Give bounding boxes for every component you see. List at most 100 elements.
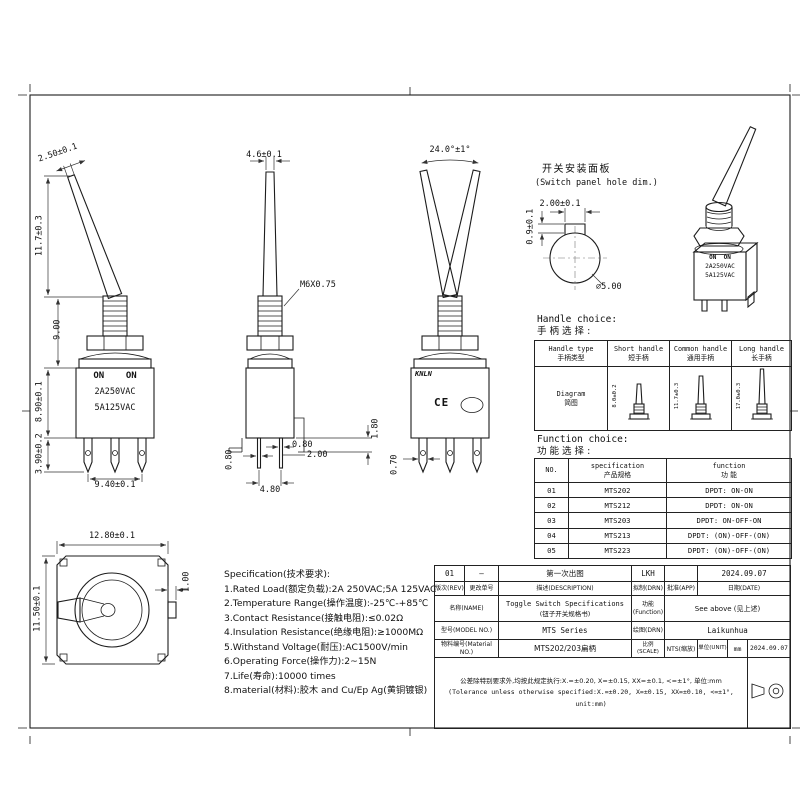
draw-value: Laikunhua bbox=[663, 621, 792, 640]
dim-topview-tab-label: 1.00 bbox=[181, 571, 192, 592]
swing-view-drawing bbox=[403, 159, 490, 474]
brand-logo-text: KNLN bbox=[415, 370, 432, 378]
front-view-drawing bbox=[44, 160, 155, 482]
date-header: 日期(DATE) bbox=[696, 581, 792, 596]
name-label: 名称(NAME) bbox=[434, 595, 499, 622]
model-label: 型号(MODEL NO.) bbox=[434, 621, 499, 640]
iso-rating1-text: 2A250VAC bbox=[705, 263, 735, 270]
scale-value: NTS(缩放) bbox=[664, 639, 698, 658]
panel-title-cn: 开关安装面板 bbox=[542, 164, 611, 175]
function-choice-title-cn: 功 能 选 择 : bbox=[537, 446, 591, 457]
spec-title: Specification(技术要求): bbox=[224, 569, 331, 580]
change-no-value: — bbox=[464, 565, 499, 582]
common-handle-diagram: 11.7±0.3 bbox=[669, 366, 732, 431]
unit-label: 单位(UNIT) bbox=[697, 639, 728, 658]
ce-mark-text: CE bbox=[434, 396, 450, 409]
panel-title-en: (Switch panel hole dim.) bbox=[535, 178, 658, 188]
app-header: 批准(APP) bbox=[664, 581, 698, 596]
dim-body-height-label: 8.90±0.1 bbox=[34, 381, 45, 423]
description-header: 描述(DESCRIPTION) bbox=[498, 581, 632, 596]
dim-pin-gap-label: 2.00 bbox=[307, 450, 328, 460]
side-view-drawing bbox=[228, 157, 372, 486]
common-handle-icon bbox=[689, 374, 712, 420]
thread-spec-label: M6X0.75 bbox=[300, 280, 336, 290]
spec-line-5: 5.Withstand Voltage(耐压):AC1500V/min bbox=[224, 641, 408, 653]
projection-symbol-icon bbox=[751, 683, 784, 699]
dim-pin-a-label: 0.80 bbox=[224, 449, 235, 470]
function-choice-title-en: Function choice: bbox=[537, 434, 629, 445]
handle-choice-title-en: Handle choice: bbox=[537, 314, 618, 325]
common-handle-dim: 11.7±0.3 bbox=[674, 382, 680, 410]
projection-symbol-cell bbox=[746, 657, 792, 729]
model-value: MTS Series bbox=[498, 621, 632, 640]
rev-value: 01 bbox=[434, 565, 465, 582]
spec-line-2: 2.Temperature Range(操作温度):-25℃-+85℃ bbox=[224, 598, 429, 609]
long-handle-diagram: 17.0±0.3 bbox=[731, 366, 792, 431]
draw-label: 绘图(DRN) bbox=[631, 621, 665, 640]
short-handle-diagram: 8.0±0.2 bbox=[607, 366, 670, 431]
rev-date: 2024.09.07 bbox=[696, 565, 792, 582]
dim-lug-label: 1.80 bbox=[370, 418, 381, 439]
dim-pin-span-label: 9.40±0.1 bbox=[94, 480, 136, 490]
dim-pin-length-label: 3.90±0.2 bbox=[34, 433, 45, 475]
unit-value: mm bbox=[727, 639, 748, 658]
drn-name: LKH bbox=[631, 565, 665, 582]
name-value: Toggle Switch Specifications (钮子开关规格书) bbox=[498, 595, 632, 622]
dim-hole-diameter-label: ⌀5.00 bbox=[596, 282, 622, 292]
rev-header: 版次(REV) bbox=[434, 581, 465, 596]
material-label: 物料编号(Material NO.) bbox=[434, 639, 499, 658]
dim-swing-angle-label: 24.0°±1° bbox=[429, 145, 471, 155]
dim-handle-length-label: 11.7±0.3 bbox=[34, 215, 45, 257]
dim-topview-width-label: 12.80±0.1 bbox=[88, 531, 136, 541]
fn-no-header: NO. bbox=[534, 458, 569, 483]
dim-key-depth-label: 0.9±0.1 bbox=[525, 208, 536, 245]
cert-oval-icon bbox=[460, 397, 484, 413]
short-handle-dim: 8.0±0.2 bbox=[612, 384, 618, 408]
dim-key-width-label: 2.00±0.1 bbox=[539, 199, 581, 209]
app-name bbox=[664, 565, 698, 582]
dim-swing-pin-label: 0.70 bbox=[389, 454, 400, 475]
switch-body-rating1-text: 2A250VAC bbox=[94, 387, 136, 397]
revision-description: 第一次出图 bbox=[498, 565, 632, 582]
change-header: 更改单号 bbox=[464, 581, 499, 596]
material-value: MTS202/203扁柄 bbox=[498, 639, 632, 658]
short-handle-icon bbox=[627, 382, 650, 420]
long-handle-dim: 17.0±0.3 bbox=[736, 382, 742, 410]
spec-line-1: 1.Rated Load(额定负载):2A 250VAC;5A 125VAC bbox=[224, 583, 437, 595]
spec-line-8: 8.material(材料):胶木 and Cu/Ep Ag(黄铜镀银) bbox=[224, 685, 428, 696]
date-value: 2024.09.07 bbox=[746, 639, 792, 658]
spec-line-3: 3.Contact Resistance(接触电阻):≤0.02Ω bbox=[224, 612, 404, 624]
top-view-drawing bbox=[42, 541, 189, 665]
spec-line-7: 7.Life(寿命):10000 times bbox=[224, 670, 336, 682]
title-block: 01 — 第一次出图 LKH 2024.09.07 版次(REV) 更改单号 描… bbox=[434, 565, 792, 729]
spec-line-6: 6.Operating Force(操作力):2~15N bbox=[224, 656, 377, 667]
dim-handle-thickness-label: 4.6±0.1 bbox=[246, 150, 282, 160]
tolerance-note: 公差除特别要求外,均按此规定执行:X.=±0.20, X=±0.15, XX=±… bbox=[434, 657, 748, 729]
switch-body-rating2-text: 5A125VAC bbox=[94, 403, 136, 413]
drn-header: 拟制(DRN) bbox=[631, 581, 665, 596]
scale-label: 比例(SCALE) bbox=[631, 639, 665, 658]
isometric-view-drawing bbox=[692, 126, 759, 312]
spec-line-4: 4.Insulation Resistance(绝缘电阻):≥1000MΩ bbox=[224, 627, 424, 638]
long-handle-icon bbox=[750, 367, 773, 420]
dim-side-pin-span-label: 4.80 bbox=[259, 485, 281, 495]
function-value: See above (见上述) bbox=[663, 595, 792, 622]
dim-pin-b-label: 0.80 bbox=[292, 440, 313, 450]
dim-bushing-label: 9.00 bbox=[52, 319, 63, 340]
panel-hole-drawing bbox=[538, 208, 607, 290]
